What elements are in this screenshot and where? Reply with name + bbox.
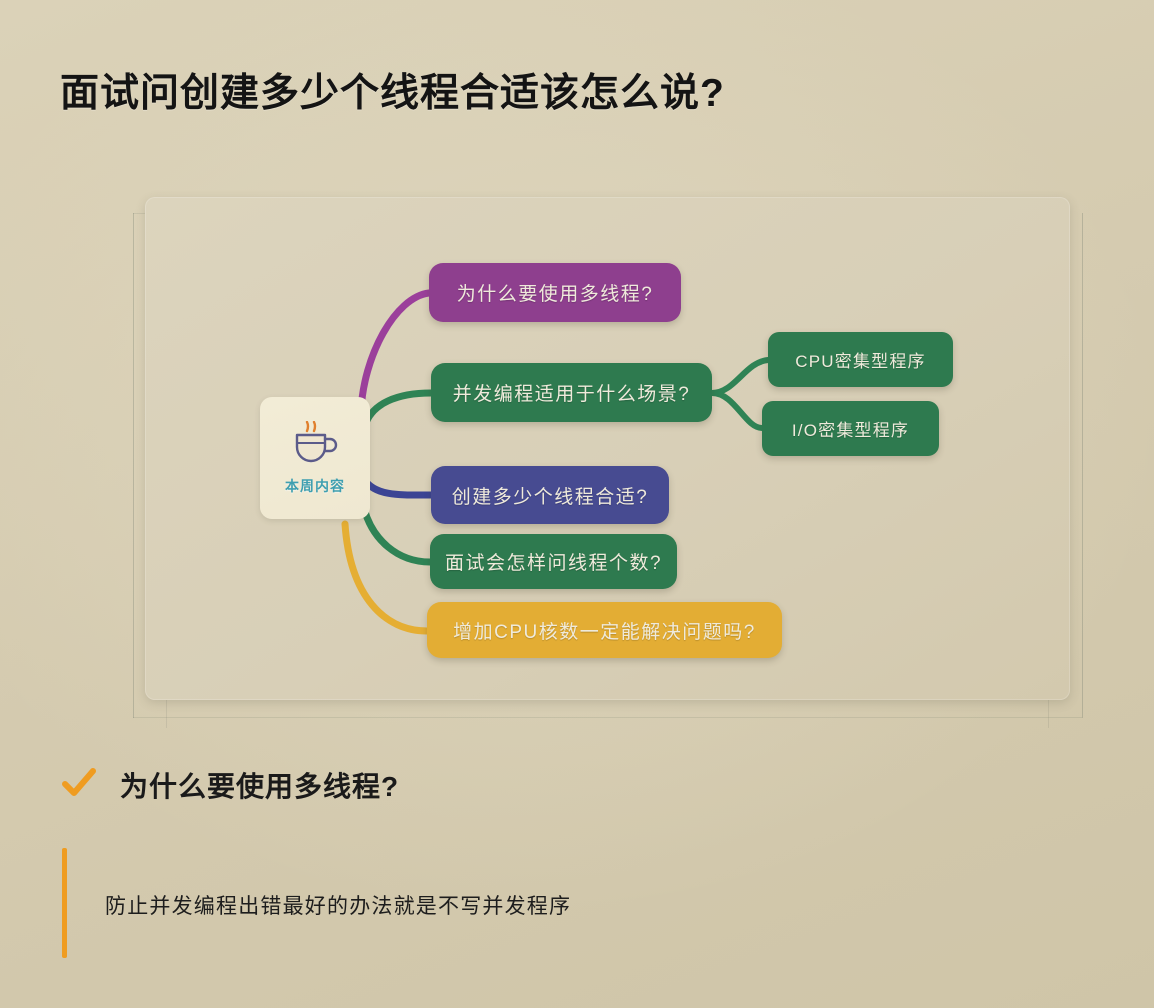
mindmap-node-cpu-intensive[interactable]: CPU密集型程序 — [768, 332, 953, 387]
mindmap-node-label: 为什么要使用多线程? — [456, 284, 654, 305]
mindmap-node-label: I/O密集型程序 — [791, 421, 910, 440]
mindmap-root-node[interactable]: 本周内容 — [260, 397, 370, 519]
section-heading: 为什么要使用多线程? — [120, 771, 400, 802]
guide-line-left — [133, 213, 134, 718]
quote-accent-bar — [62, 848, 67, 958]
mindmap-node-io-intensive[interactable]: I/O密集型程序 — [762, 401, 939, 456]
connector-sub-2 — [709, 390, 765, 431]
section-body-text: 防止并发编程出错最好的办法就是不写并发程序 — [105, 895, 572, 918]
mindmap-card[interactable]: 本周内容 为什么要使用多线程? 并发编程适用于什么场景? CPU密集型程序 I/… — [145, 197, 1070, 700]
connector-branch-1 — [357, 289, 433, 416]
mindmap-node-how-many-threads[interactable]: 创建多少个线程合适? — [431, 466, 669, 524]
guide-line-right — [1082, 213, 1083, 718]
mindmap-node-more-cpu-cores[interactable]: 增加CPU核数一定能解决问题吗? — [427, 602, 782, 658]
mindmap-node-label: 创建多少个线程合适? — [451, 486, 649, 508]
mindmap-node-label: 并发编程适用于什么场景? — [452, 384, 691, 405]
guide-tick-bottom-left — [166, 700, 167, 728]
mindmap-node-label: 面试会怎样问线程个数? — [444, 553, 663, 574]
connector-branch-4 — [358, 496, 434, 566]
connector-branch-5 — [341, 520, 431, 635]
connector-branch-3 — [360, 475, 435, 499]
page-title: 面试问创建多少个线程合适该怎么说? — [60, 72, 725, 115]
check-icon — [62, 768, 96, 798]
guide-tick-bottom-right — [1048, 700, 1049, 728]
mindmap-node-concurrency-scenarios[interactable]: 并发编程适用于什么场景? — [431, 363, 712, 422]
mindmap-root-label: 本周内容 — [285, 477, 345, 494]
mindmap-node-label: 增加CPU核数一定能解决问题吗? — [453, 621, 756, 643]
guide-line-bottom — [133, 717, 1082, 718]
mindmap-node-why-multithread[interactable]: 为什么要使用多线程? — [429, 263, 681, 322]
coffee-cup-icon — [289, 420, 341, 468]
connector-branch-2 — [360, 389, 435, 433]
mindmap-node-interview-question[interactable]: 面试会怎样问线程个数? — [430, 534, 677, 589]
connector-sub-1 — [709, 357, 771, 396]
mindmap-node-label: CPU密集型程序 — [795, 352, 926, 371]
